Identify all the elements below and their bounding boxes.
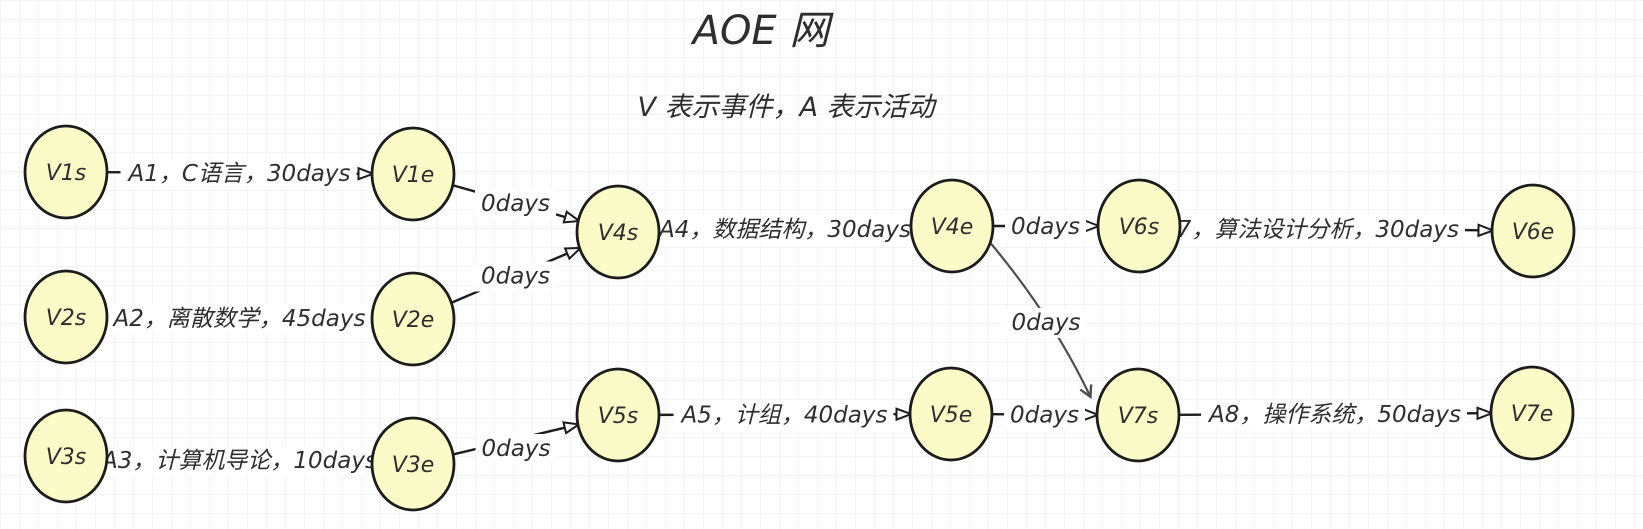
edge-label-background (105, 304, 372, 334)
edge-V2e-V4s[interactable]: 0days (450, 248, 579, 304)
edge-label: A4，数据结构，30days (657, 217, 911, 243)
node-V2s[interactable]: V2s (23, 269, 109, 365)
edge-label: 0days (482, 436, 551, 462)
node-ellipse[interactable] (1489, 365, 1575, 461)
node-V5e[interactable]: V5e (908, 366, 994, 462)
node-V4e[interactable]: V4e (909, 178, 995, 274)
edge-label: A2，离散数学，45days (112, 306, 366, 332)
edge-label-background (475, 261, 556, 292)
node-ellipse[interactable] (23, 124, 109, 220)
node-label: V4s (598, 221, 639, 246)
edge-label: 0days (1011, 214, 1080, 240)
node-V7s[interactable]: V7s (1095, 367, 1181, 463)
edge-V2s-V2e[interactable]: A2，离散数学，45days (105, 304, 372, 334)
edge-label: A5，计组，40days (680, 403, 888, 429)
edge-label: A8，操作系统，50days (1207, 402, 1461, 428)
edge-label-background (1153, 215, 1465, 245)
edge-label-background (475, 189, 556, 219)
node-label: V2s (46, 306, 87, 331)
edge-label-background (673, 400, 894, 431)
node-ellipse[interactable] (575, 367, 661, 463)
node-label: V7e (1511, 402, 1554, 427)
node-ellipse[interactable] (909, 178, 995, 274)
node-V4s[interactable]: V4s (575, 184, 661, 280)
edge-label-background (94, 446, 383, 476)
node-V6e[interactable]: V6e (1490, 183, 1576, 279)
edge-label-background (1005, 212, 1086, 242)
edge-V5s-V5e[interactable]: A5，计组，40days (658, 400, 910, 431)
edge-label-background (651, 215, 917, 245)
node-ellipse[interactable] (23, 408, 109, 504)
edge-V1e-V4s[interactable]: 0days (452, 184, 578, 221)
edge-label-background (1004, 400, 1085, 431)
edge-V5e-V7s[interactable]: 0days (991, 400, 1097, 431)
node-V1e[interactable]: V1e (370, 126, 456, 222)
node-ellipse[interactable] (370, 416, 456, 512)
edge-label: A3，计算机导论，10days (100, 448, 377, 474)
node-ellipse[interactable] (1490, 183, 1576, 279)
node-V2e[interactable]: V2e (370, 271, 456, 367)
node-label: V6e (1512, 220, 1555, 245)
node-ellipse[interactable] (908, 366, 994, 462)
node-label: V5s (598, 404, 639, 429)
edges-layer: A1，C语言，30daysA2，离散数学，45daysA3，计算机导论，10da… (94, 159, 1492, 476)
edge-V4s-V4e[interactable]: A4，数据结构，30days (651, 215, 917, 245)
edge-label-background (1201, 400, 1467, 430)
node-ellipse[interactable] (1096, 178, 1182, 274)
node-label: V5e (930, 403, 973, 428)
edge-V6s-V6e[interactable]: A7，算法设计分析，30days (1153, 215, 1492, 245)
node-label: V4e (931, 215, 974, 240)
node-label: V2e (392, 308, 435, 333)
node-label: V1e (392, 163, 435, 188)
edge-label-background (475, 434, 557, 464)
edge-label-background (120, 159, 357, 189)
node-label: V3e (392, 453, 435, 478)
edge-label: 0days (1012, 310, 1081, 336)
node-ellipse[interactable] (1095, 367, 1181, 463)
edge-V4e-V6s[interactable]: 0days (993, 212, 1098, 242)
node-V3e[interactable]: V3e (370, 416, 456, 512)
node-ellipse[interactable] (370, 126, 456, 222)
edge-V4e-V7s[interactable]: 0days (987, 239, 1093, 400)
edge-V3e-V5s[interactable]: 0days (452, 425, 578, 464)
edge-V1s-V1e[interactable]: A1，C语言，30days (106, 159, 372, 189)
node-V7e[interactable]: V7e (1489, 365, 1575, 461)
node-label: V7s (1118, 404, 1159, 429)
edge-label: 0days (481, 191, 550, 217)
node-ellipse[interactable] (575, 184, 661, 280)
node-V5s[interactable]: V5s (575, 367, 661, 463)
node-V6s[interactable]: V6s (1096, 178, 1182, 274)
node-label: V6s (1119, 215, 1160, 240)
node-V3s[interactable]: V3s (23, 408, 109, 504)
edge-label: A7，算法设计分析，30days (1159, 217, 1459, 243)
node-ellipse[interactable] (370, 271, 456, 367)
node-V1s[interactable]: V1s (23, 124, 109, 220)
edge-label-background (1005, 308, 1087, 338)
edge-label: A1，C语言，30days (127, 161, 351, 187)
diagram-subtitle: V 表示事件，A 表示活动 (637, 92, 937, 123)
node-label: V3s (46, 445, 87, 470)
edge-label: 0days (1010, 403, 1079, 429)
node-ellipse[interactable] (23, 269, 109, 365)
edge-V3s-V3e[interactable]: A3，计算机导论，10days (94, 446, 383, 476)
diagram-title: AOE 网 (690, 8, 835, 54)
edge-V7s-V7e[interactable]: A8，操作系统，50days (1178, 400, 1491, 430)
edge-label: 0days (481, 264, 550, 290)
node-label: V1s (46, 161, 87, 186)
